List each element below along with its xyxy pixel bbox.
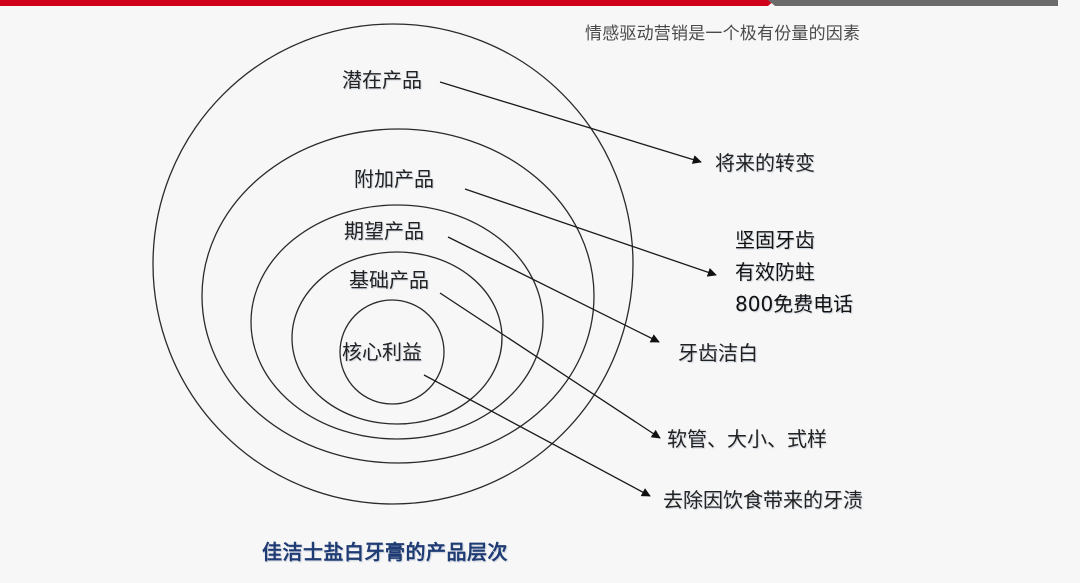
hotline-text: 免费电话 bbox=[773, 292, 854, 316]
arrow-0 bbox=[439, 81, 702, 164]
header-bar-graphic bbox=[0, 0, 1058, 6]
ring-1 bbox=[201, 128, 595, 464]
layer-label-potential: 潜在产品 bbox=[342, 68, 422, 92]
arrow-4 bbox=[423, 374, 651, 497]
layer-label-core: 核心利益 bbox=[342, 340, 422, 364]
result-augmented-line-1: 坚固牙齿 bbox=[735, 228, 815, 252]
layer-label-expected: 期望产品 bbox=[344, 219, 424, 243]
header-bar bbox=[0, 0, 1080, 7]
arrow-3 bbox=[439, 292, 661, 439]
concentric-rings bbox=[152, 23, 634, 505]
result-core: 去除因饮食带来的牙渍 bbox=[663, 488, 863, 512]
arrow-2 bbox=[447, 236, 660, 343]
result-basic: 软管、大小、式样 bbox=[667, 427, 827, 451]
arrows bbox=[423, 81, 717, 497]
diagram-caption: 佳洁士盐白牙膏的产品层次 bbox=[262, 540, 508, 564]
subtitle: 情感驱动营销是一个极有份量的因素 bbox=[585, 24, 861, 44]
layer-label-basic: 基础产品 bbox=[349, 268, 429, 292]
layer-label-augmented: 附加产品 bbox=[354, 167, 434, 191]
result-augmented-line-3: 800免费电话 bbox=[735, 288, 853, 320]
hotline-number: 800 bbox=[735, 292, 774, 316]
ring-3 bbox=[291, 251, 503, 425]
arrow-1 bbox=[464, 188, 717, 277]
result-expected: 牙齿洁白 bbox=[678, 341, 758, 365]
result-potential: 将来的转变 bbox=[715, 151, 815, 175]
ring-2 bbox=[250, 204, 544, 440]
result-augmented-line-2: 有效防蛀 bbox=[735, 260, 815, 284]
ring-4 bbox=[339, 299, 445, 405]
result-augmented: 坚固牙齿 有效防蛀 800免费电话 bbox=[735, 224, 853, 320]
ring-0 bbox=[152, 23, 634, 505]
